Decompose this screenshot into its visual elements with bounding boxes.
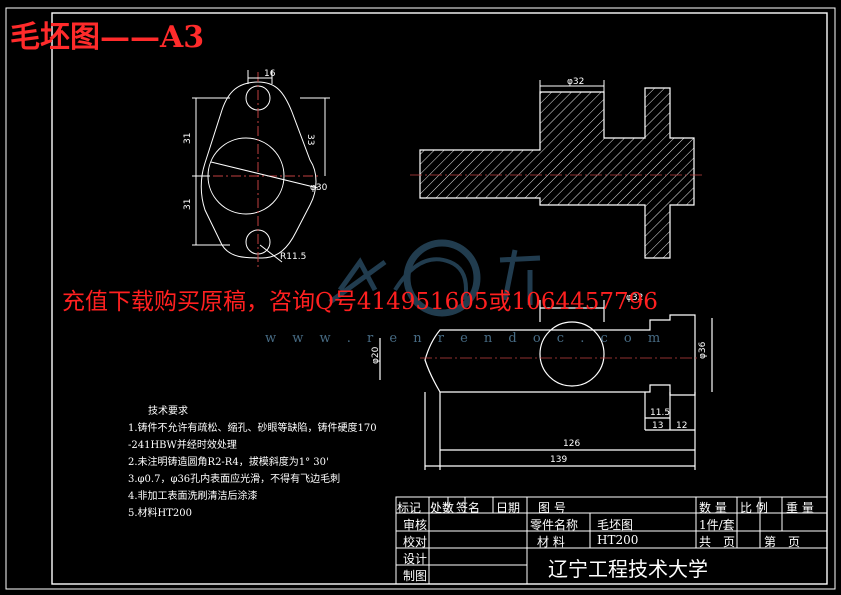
requirement-item: 1.铸件不允许有疏松、缩孔、砂眼等缺陷，铸件硬度170 xyxy=(128,423,377,434)
dim-16: 16 xyxy=(264,69,276,79)
tb-drawing-no: 图 号 xyxy=(538,501,566,515)
watermark-logo xyxy=(328,239,541,317)
dim-139: 139 xyxy=(550,455,567,465)
tb-date: 日期 xyxy=(496,501,521,515)
dim-phi36: φ36 xyxy=(698,341,708,359)
tb-review: 审核 xyxy=(403,518,428,532)
tb-sign: 签名 xyxy=(456,501,481,515)
tb-scale-label: 比 例 xyxy=(740,501,768,515)
section-view xyxy=(410,80,705,259)
dim-11-5: 11.5 xyxy=(650,408,670,418)
requirement-item: 3.φ0.7，φ36孔内表面应光滑，不得有飞边毛刺 xyxy=(128,474,341,485)
promo-banner: 充值下载购买原稿，咨询Q号414951605或1064457796 xyxy=(62,289,658,315)
requirement-item: 2.未注明铸造圆角R2-R4，拔模斜度为1° 30' xyxy=(128,457,329,468)
dim-33: 33 xyxy=(305,134,315,145)
watermark-url: w w w . r e n r e n d o c . c o m xyxy=(265,331,667,346)
tb-part-name-label: 零件名称 xyxy=(530,518,579,532)
dim-phi20: φ20 xyxy=(371,346,381,364)
tb-draft: 制图 xyxy=(403,569,428,583)
requirement-item: -241HBW并经时效处理 xyxy=(128,440,237,451)
title-block-grid xyxy=(395,496,828,585)
outer-border xyxy=(5,7,836,590)
dim-r115: R11.5 xyxy=(280,252,306,262)
left-view xyxy=(192,70,330,270)
dim-phi32-bottom: φ32 xyxy=(626,293,643,303)
dim-13: 13 xyxy=(652,421,663,431)
dim-12: 12 xyxy=(676,421,687,431)
tb-count: 处数 xyxy=(430,501,455,515)
page-title: 毛坯图——A3 xyxy=(10,20,205,55)
requirement-item: 5.材料HT200 xyxy=(128,508,193,519)
dim-31-upper: 31 xyxy=(183,133,193,144)
dim-31-lower: 31 xyxy=(183,199,193,210)
tb-material: HT200 xyxy=(597,533,639,547)
tb-sheet: 第 页 xyxy=(764,535,801,549)
tb-weight-label: 重 量 xyxy=(786,501,814,515)
tb-mark: 标记 xyxy=(397,501,422,515)
bottom-view xyxy=(379,300,713,470)
tb-part-name: 毛坯图 xyxy=(597,518,634,532)
dim-phi32-top: φ32 xyxy=(567,77,584,87)
dim-126: 126 xyxy=(563,439,580,449)
tb-school: 辽宁工程技术大学 xyxy=(548,557,708,581)
technical-requirements: 技术要求 1.铸件不允许有疏松、缩孔、砂眼等缺陷，铸件硬度170 -241HBW… xyxy=(128,403,377,522)
requirements-title: 技术要求 xyxy=(148,406,188,417)
tb-check: 校对 xyxy=(403,535,428,549)
tb-total-pages: 共 页 xyxy=(699,535,736,549)
requirement-item: 4.非加工表面洗刷清洁后涂漆 xyxy=(128,491,258,502)
tb-qty-value: 1件/套 xyxy=(699,518,735,532)
tb-design: 设计 xyxy=(403,552,428,566)
tb-qty-label: 数 量 xyxy=(699,501,727,515)
dim-phi30: φ30 xyxy=(310,183,328,193)
tb-material-label: 材 料 xyxy=(537,535,565,549)
